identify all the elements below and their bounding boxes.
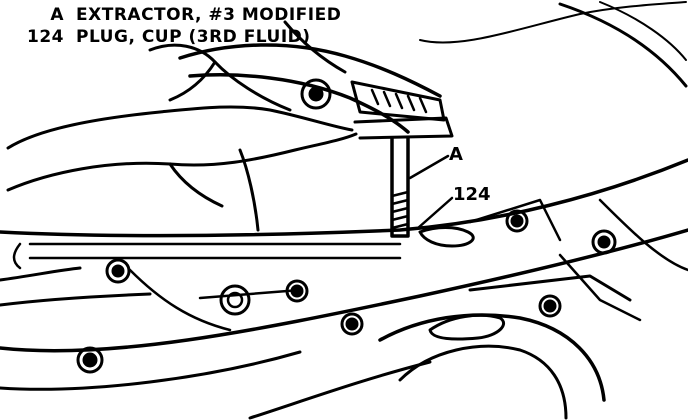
legend-label: EXTRACTOR, #3 MODIFIED [76,5,342,25]
pliers-drawing [178,1,687,140]
valve-body-drawing [0,158,688,420]
bolt-2 [285,279,309,303]
parts-legend: A EXTRACTOR, #3 MODIFIED 124 PLUG, CUP (… [4,4,341,48]
bolt-6 [538,294,562,318]
casing-curve [558,1,688,88]
leader-line-124 [416,196,454,230]
legend-row-a: A EXTRACTOR, #3 MODIFIED [4,4,341,26]
hand-drawing [6,20,358,232]
bolt-5 [340,312,364,336]
bolt-4 [591,229,617,255]
bolt-3 [505,209,529,233]
leader-line-a [408,154,450,180]
callout-label-124: 124 [453,184,491,205]
callout-label-a: A [449,144,463,165]
legend-label: PLUG, CUP (3RD FLUID) [76,27,311,47]
legend-key: A [50,5,64,25]
legend-row-124: 124 PLUG, CUP (3RD FLUID) [4,26,341,48]
bolt-1 [105,258,131,284]
extractor-rod [390,136,410,238]
leader-lines [408,154,454,230]
bolt-heads [105,209,617,336]
legend-key: 124 [27,27,64,47]
